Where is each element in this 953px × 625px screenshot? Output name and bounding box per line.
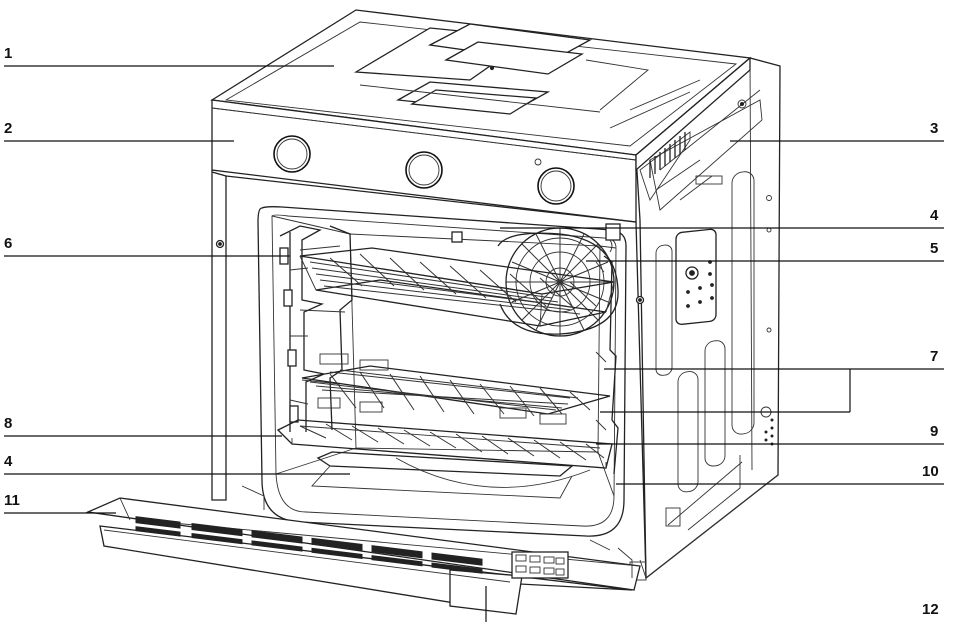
door-vents <box>135 516 483 574</box>
callout-3: 3 <box>930 120 938 137</box>
callout-5: 5 <box>930 240 938 257</box>
callout-11: 11 <box>4 492 20 509</box>
side-rack-left <box>279 225 353 432</box>
callout-1: 1 <box>4 45 12 62</box>
callout-4-bottom: 4 <box>4 453 13 470</box>
ventilation-grille <box>649 132 686 178</box>
callout-2: 2 <box>4 120 12 137</box>
control-knob-right <box>537 167 575 205</box>
wire-shelf-upper <box>299 247 615 327</box>
oven-front-frame <box>211 170 647 579</box>
callout-8: 8 <box>4 415 12 432</box>
callout-4-top: 4 <box>930 207 939 224</box>
oven-control-panel <box>211 56 751 223</box>
baking-tray <box>276 397 613 469</box>
oven-illustration <box>85 9 781 615</box>
callout-labels: 1 2 3 4 5 6 7 8 9 4 10 11 12 <box>4 45 939 618</box>
circular-heating-element <box>497 232 619 335</box>
wire-shelf-lower <box>301 353 611 425</box>
callout-6: 6 <box>4 235 12 252</box>
side-rack-right <box>595 255 619 475</box>
callout-9: 9 <box>930 423 938 440</box>
oven-top-panel <box>210 9 752 156</box>
indicator-light <box>534 158 542 166</box>
control-knob-left <box>273 135 311 173</box>
oven-door <box>85 485 641 615</box>
control-knob-middle <box>405 151 443 189</box>
callout-12: 12 <box>922 601 939 618</box>
leader-lines <box>4 65 944 622</box>
door-hinge-block <box>511 551 569 579</box>
callout-10: 10 <box>922 463 939 480</box>
convection-fan <box>505 227 615 337</box>
callout-7: 7 <box>930 348 938 365</box>
